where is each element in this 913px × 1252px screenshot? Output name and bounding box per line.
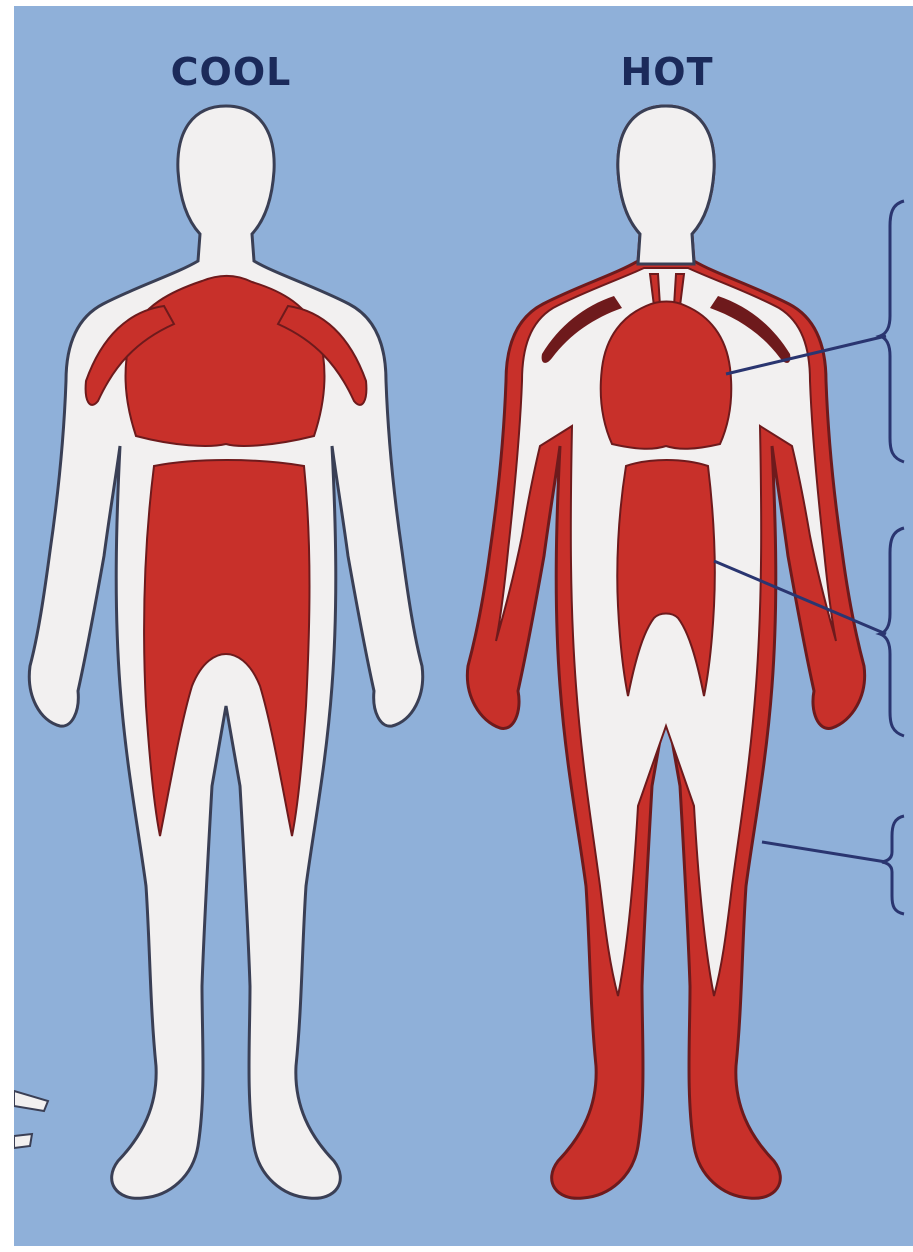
cool-figure [29, 106, 422, 1198]
hot-head [618, 106, 714, 264]
limb-bracket [882, 816, 904, 914]
diagram-panel: COOL HOT [14, 6, 913, 1246]
body-diagram [14, 6, 913, 1246]
cropped-edge-shape [14, 1091, 48, 1148]
cool-abdomen-blood [144, 460, 309, 836]
hot-chest-blood [601, 302, 732, 449]
limb-leader-line [762, 842, 886, 862]
abdomen-bracket [880, 528, 904, 736]
hot-figure [467, 106, 864, 1198]
chest-bracket [880, 201, 904, 462]
